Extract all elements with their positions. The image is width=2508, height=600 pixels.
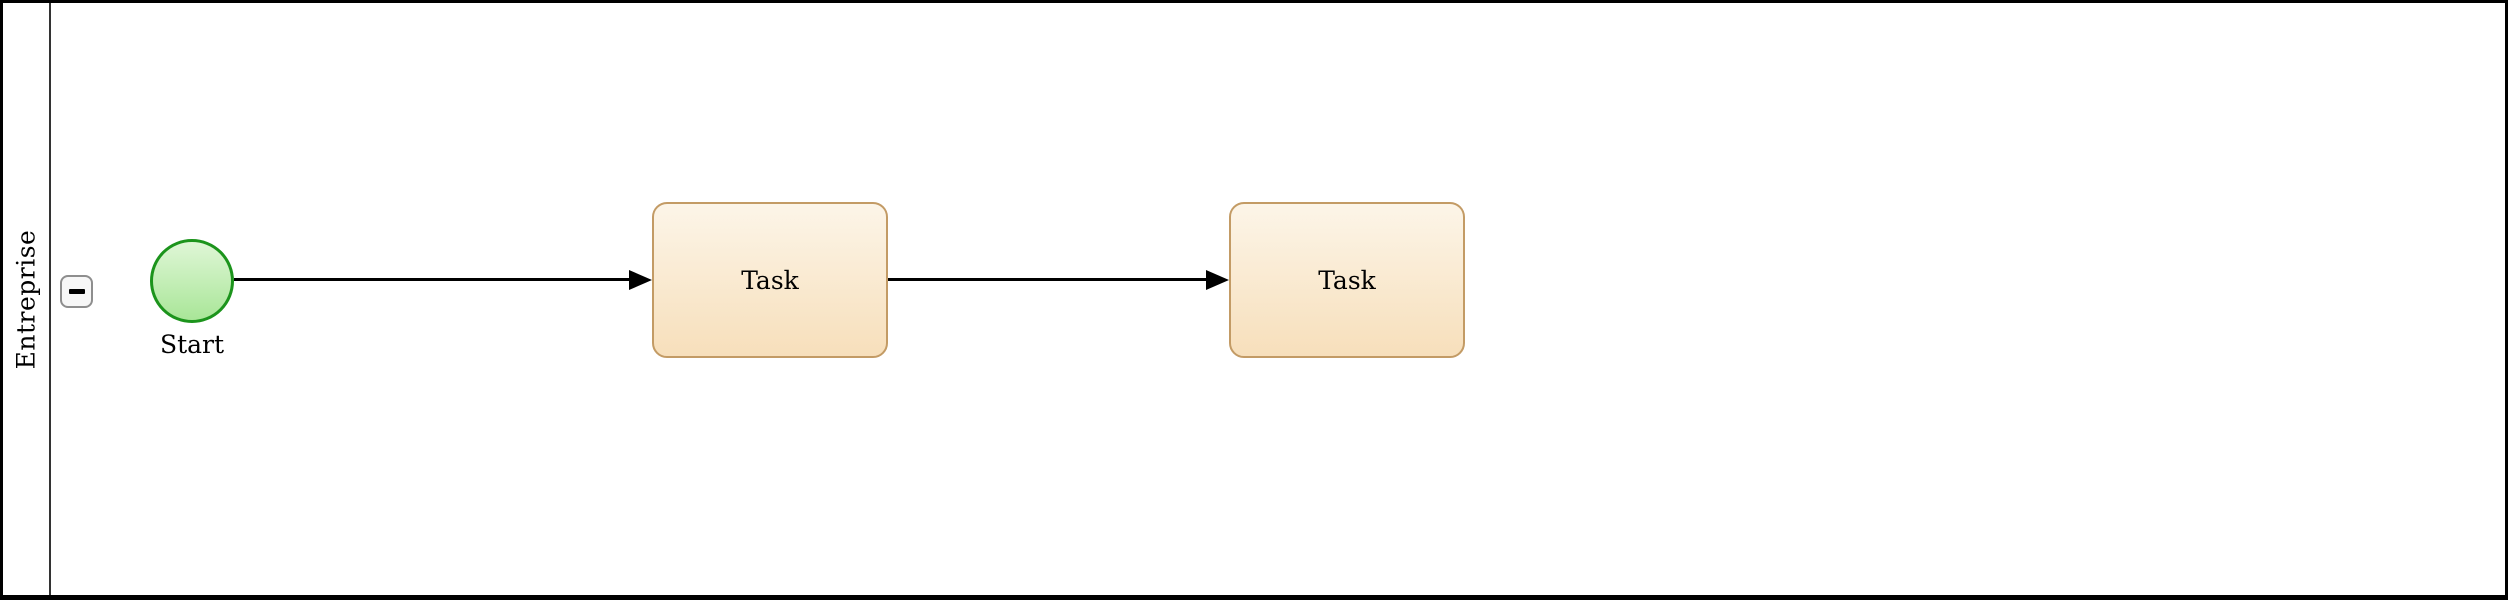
start-event-node[interactable] <box>150 239 234 323</box>
sequence-flow-task1-to-task2 <box>888 278 1207 281</box>
start-event-label: Start <box>159 330 225 359</box>
lane-header-entreprise: Entreprise <box>3 3 51 595</box>
minus-icon <box>68 289 85 294</box>
lane-collapse-button[interactable] <box>60 275 93 308</box>
task-1-label: Task <box>741 265 799 295</box>
lane-label: Entreprise <box>11 229 41 369</box>
task-2-label: Task <box>1318 265 1376 295</box>
arrowhead-icon <box>1206 269 1229 290</box>
arrowhead-icon <box>629 269 652 290</box>
sequence-flow-start-to-task1 <box>234 278 630 281</box>
task-node-1[interactable]: Task <box>652 202 888 358</box>
task-node-2[interactable]: Task <box>1229 202 1465 358</box>
